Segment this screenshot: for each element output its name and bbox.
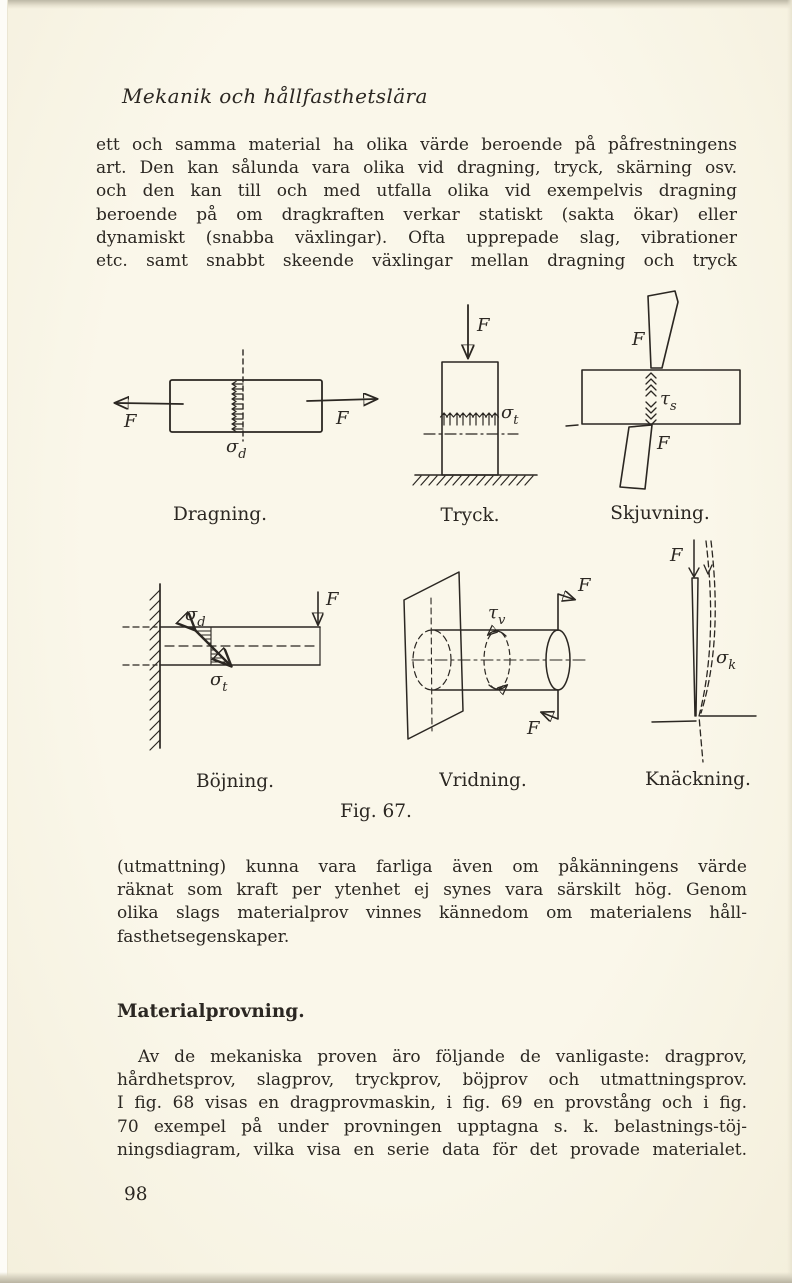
- skjuvning-diagram: F F τs: [565, 290, 741, 490]
- paragraph3-line: Av de mekaniska proven äro följande de v…: [138, 1047, 747, 1067]
- dragning-diagram: F F σd: [117, 349, 375, 462]
- force-label: F: [669, 545, 684, 566]
- sigma-t-label: σt: [210, 669, 228, 695]
- sigma-d-label: σd: [185, 604, 206, 630]
- page-left-edge: [0, 0, 8, 1283]
- force-label: F: [526, 718, 541, 739]
- force-label: F: [335, 408, 350, 429]
- sigma-k-label: σk: [716, 647, 736, 673]
- paragraph1-line: dynamiskt (snabba växlingar). Ofta uppre…: [96, 227, 737, 248]
- fig-67-illustration: F F σd F σt F F τs: [0, 290, 757, 763]
- sigma-t-label: σt: [501, 402, 519, 428]
- paragraph1-line: ett och samma material ha olika värde be…: [96, 135, 737, 155]
- paragraph3-line: 70 exempel på under provningen upptagna …: [117, 1116, 747, 1137]
- caption-bojning: Böjning.: [196, 771, 274, 792]
- paragraph1-line: art. Den kan sålunda vara olika vid drag…: [96, 158, 737, 179]
- vridning-diagram: F F τv: [403, 571, 592, 740]
- force-label: F: [476, 315, 491, 336]
- bojning-diagram: F σd σt: [122, 583, 340, 751]
- paragraph-1: ett och samma material ha olika värde be…: [96, 134, 737, 273]
- paragraph-2: (utmattning) kunna vara farliga även om …: [117, 856, 747, 949]
- tryck-diagram: F σt: [412, 304, 538, 486]
- page-number: 98: [124, 1184, 148, 1205]
- force-label: F: [577, 575, 592, 596]
- caption-skjuvning: Skjuvning.: [610, 503, 710, 524]
- caption-knackning: Knäckning.: [645, 769, 751, 790]
- paragraph2-line: olika slags materialprov vinnes kännedom…: [117, 903, 747, 924]
- page-bottom-edge: [0, 1272, 792, 1283]
- paragraph1-line: beroende på om dragkraften verkar statis…: [96, 204, 737, 225]
- section-heading: Materialprovning.: [117, 1001, 305, 1022]
- tau-v-label: τv: [488, 602, 506, 628]
- caption-tryck: Tryck.: [440, 505, 500, 526]
- paragraph2-line: fasthetsegenskaper.: [117, 926, 290, 947]
- paragraph3-line: I fig. 68 visas en dragprovmaskin, i fig…: [117, 1093, 747, 1114]
- caption-dragning: Dragning.: [172, 504, 268, 525]
- figure-number-caption: Fig. 67.: [340, 801, 412, 822]
- force-label: F: [631, 329, 646, 350]
- caption-vridning: Vridning.: [439, 770, 527, 791]
- sigma-d-label: σd: [226, 436, 247, 462]
- running-header: Mekanik och hållfasthetslära: [122, 84, 428, 108]
- paragraph2-line: räknat som kraft per ytenhet ej synes va…: [117, 880, 747, 901]
- tau-s-label: τs: [660, 388, 677, 414]
- force-label: F: [325, 589, 340, 610]
- paragraph3-line: hårdhetsprov, slagprov, tryckprov, böjpr…: [117, 1070, 747, 1091]
- page-top-edge: [0, 0, 792, 9]
- page-right-edge: [787, 0, 792, 1283]
- paragraph1-line: etc. samt snabbt skeende växlingar mella…: [96, 250, 737, 271]
- paragraph2-line: (utmattning) kunna vara farliga även om …: [117, 857, 747, 877]
- paragraph3-line: ningsdiagram, vilka visa en serie data f…: [117, 1139, 747, 1160]
- force-label: F: [656, 433, 671, 454]
- knackning-diagram: F σk: [651, 539, 757, 763]
- paragraph1-line: och den kan till och med utfalla olika v…: [96, 181, 737, 202]
- paragraph-3: Av de mekaniska proven äro följande de v…: [117, 1046, 747, 1162]
- force-label: F: [123, 411, 138, 432]
